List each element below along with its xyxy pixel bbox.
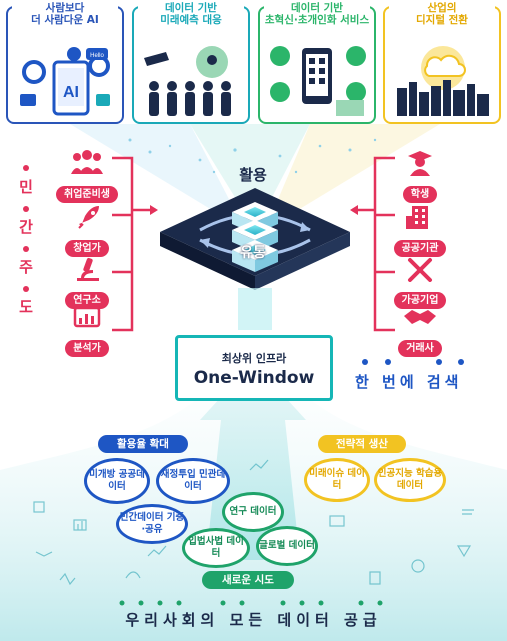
card-human-like-ai: 사람보다 더 사람다운 AI Hello AI — [6, 2, 124, 124]
vertical-char: 간 — [19, 218, 33, 236]
microscope-icon — [77, 257, 99, 281]
bubble-legislative-judicial-data: 입법사법 데이터 — [182, 528, 250, 568]
card-title: 데이터 기반 초혁신·초개인화 서비스 — [264, 2, 370, 26]
platform-label-use: 활용 — [239, 166, 267, 184]
card-title-line1: 데이터 기반 — [291, 2, 343, 14]
ai-chip: AI — [63, 84, 79, 101]
person-label: 취업준비생 — [56, 186, 118, 203]
footer-new-attempt: 새로운 시도 — [202, 571, 294, 589]
card-title-line2: 디지털 전환 — [416, 14, 468, 26]
platform-label-distribution: 유통 — [240, 245, 266, 261]
card-title-line1: 데이터 기반 — [165, 2, 217, 14]
ai-robot-icon: Hello AI — [20, 47, 110, 116]
card-title-line2: 초혁신·초개인화 서비스 — [264, 14, 370, 26]
tools-icon — [408, 258, 432, 282]
emphasis-dots — [362, 359, 464, 365]
person-trader: 거래사 — [385, 304, 455, 357]
bubble-research-data: 연구 데이터 — [222, 492, 284, 532]
analysis-chart-icon — [73, 306, 101, 328]
person-student: 학생 — [385, 150, 455, 203]
person-label: 분석가 — [65, 340, 109, 357]
search-once-label: 한 번에 검색 — [355, 352, 475, 392]
vertical-char: 민 — [19, 178, 33, 196]
bubble-future-issue-data: 미래이슈 데이터 — [304, 458, 370, 502]
one-window-box: 최상위 인프라 One-Window — [175, 335, 333, 401]
card-title-line1: 사람보다 — [45, 2, 85, 14]
bubble-unopened-public-data: 미개방 공공데이터 — [84, 458, 150, 504]
bottom-emphasis-dots — [119, 600, 383, 606]
bubble-private-data-donation: 민간데이터 기증·공유 — [116, 504, 188, 544]
header-expand-usage: 활용율 확대 — [98, 435, 188, 453]
vertical-char: 주 — [19, 258, 33, 276]
bubble-global-data: 글로벌 데이터 — [256, 526, 318, 566]
card-title-line2: 미래예측 대응 — [160, 14, 222, 26]
person-label: 공공기관 — [393, 240, 447, 257]
card-title-line1: 산업의 — [427, 2, 457, 14]
bubble-ai-training-data: 인공지능 학습용데이터 — [374, 458, 446, 502]
card-industry-digital-transformation: 산업의 디지털 전환 — [383, 2, 501, 124]
one-window-subtitle: 최상위 인프라 — [221, 352, 287, 365]
hello-bubble: Hello — [90, 53, 104, 59]
one-window-title: One-Window — [193, 368, 315, 388]
person-label: 창업가 — [65, 240, 109, 257]
person-research-lab: 연구소 — [52, 256, 122, 309]
handshake-icon — [404, 310, 436, 324]
rocket-icon — [78, 206, 99, 229]
graduate-icon — [408, 151, 432, 176]
bubble-fiscal-public-private-data: 재정투입 민관데이터 — [156, 458, 230, 504]
card-future-prediction: 데이터 기반 미래예측 대응 — [132, 2, 250, 124]
people-group-icon — [71, 150, 103, 174]
bottom-supply-text: 우리사회의 모든 데이터 공급 — [125, 611, 382, 629]
person-job-seeker: 취업준비생 — [52, 150, 122, 203]
data-platform — [160, 188, 350, 330]
person-label: 거래사 — [398, 340, 442, 357]
card-title: 사람보다 더 사람다운 AI — [12, 2, 118, 26]
card-title: 데이터 기반 미래예측 대응 — [138, 2, 244, 26]
search-text: 한 번에 검색 — [355, 373, 463, 391]
person-label: 가공기업 — [393, 292, 447, 309]
card-title-line2: 더 사람다운 AI — [31, 14, 99, 26]
person-analyst: 분석가 — [52, 304, 122, 357]
person-label: 연구소 — [65, 292, 109, 309]
person-public-institution: 공공기관 — [385, 204, 455, 257]
header-strategic-production: 전략적 생산 — [318, 435, 406, 453]
card-title: 산업의 디지털 전환 — [389, 2, 495, 26]
vertical-char: 도 — [19, 298, 33, 316]
person-label: 학생 — [402, 186, 438, 203]
building-icon — [406, 206, 428, 229]
person-processing-company: 가공기업 — [385, 256, 455, 309]
person-entrepreneur: 창업가 — [52, 204, 122, 257]
smartphone-services-icon — [270, 46, 366, 116]
card-hyper-personalized-service: 데이터 기반 초혁신·초개인화 서비스 — [258, 2, 376, 124]
crowd-cctv-icon — [144, 46, 231, 116]
city-cloud-icon — [397, 46, 489, 116]
